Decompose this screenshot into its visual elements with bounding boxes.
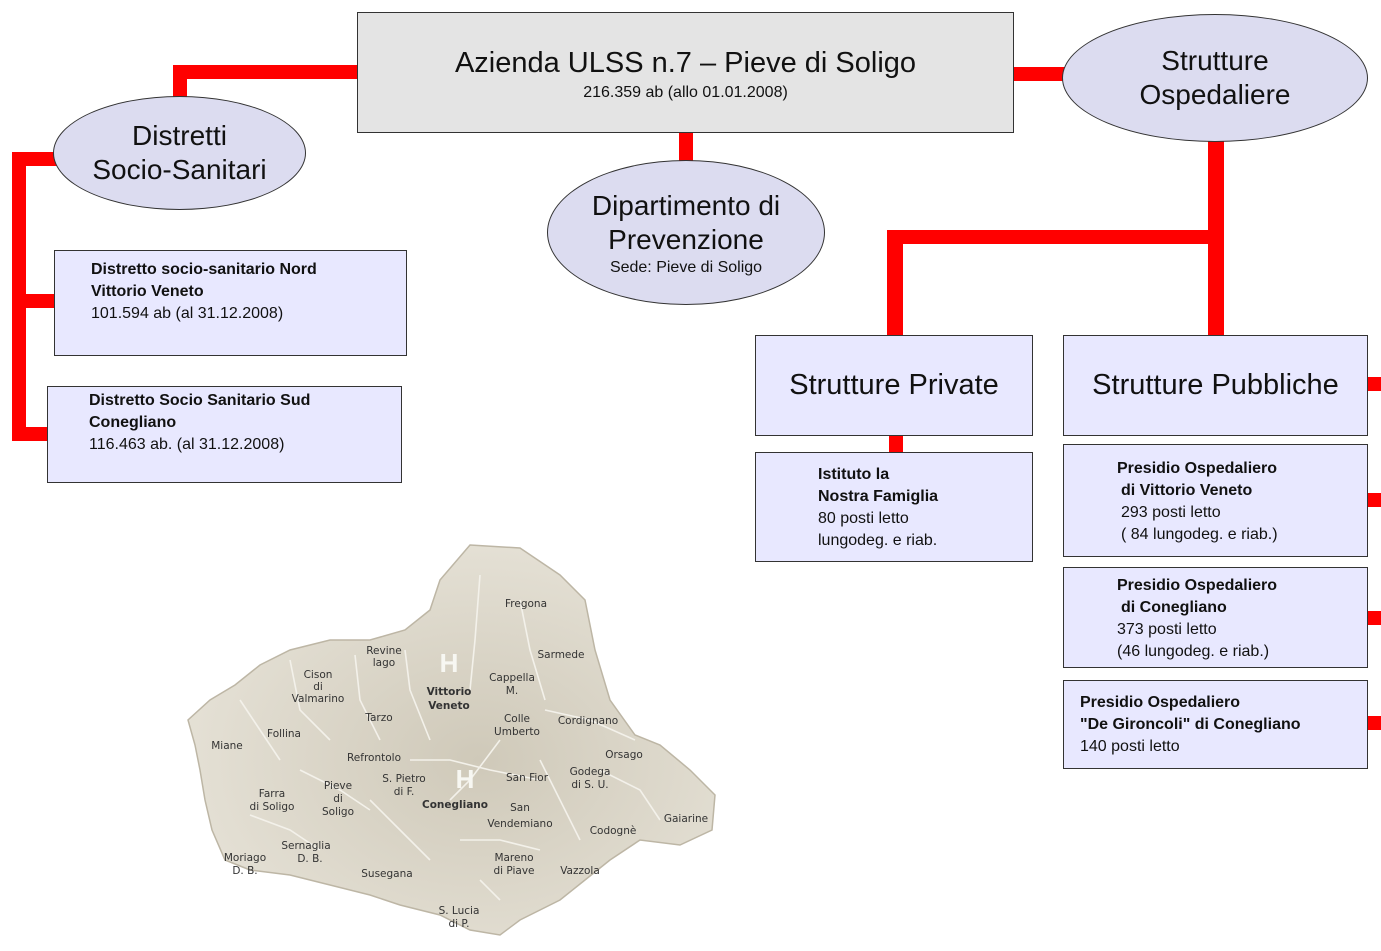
presidio-degironcoli-beds: 140 posti letto [1080,738,1180,755]
map-label-tarzo: Tarzo [364,712,392,724]
distretto-sud-name1: Distretto Socio Sanitario Sud [89,392,311,409]
map-label-refrontolo: Refrontolo [347,752,401,764]
dipartimento-line2: Prevenzione [608,223,764,255]
connector-vittorio-stub [1368,493,1381,507]
map-label-susegana: Susegana [361,868,412,880]
distretto-nord-name2: Vittorio Veneto [91,283,204,300]
connector-top-left-horizontal [173,65,358,79]
ospedaliere-line2: Ospedaliere [1139,79,1291,110]
connector-top-right [1014,67,1066,81]
distretti-ellipse: Distretti Socio-Sanitari [53,96,306,210]
connector-degironcoli-stub [1368,716,1381,730]
hospital-symbol-vittorio: H [440,648,459,678]
connector-private-item [889,435,903,453]
map-label-san-fior: San Fior [506,772,549,784]
map-label-orsago: Orsago [605,749,643,761]
ospedaliere-line1: Strutture [1161,45,1269,76]
map-label-gaiarine: Gaiarine [664,813,708,825]
azienda-box: Azienda ULSS n.7 – Pieve di Soligo 216.3… [357,12,1014,133]
connector-conegliano-stub [1368,611,1381,625]
presidio-degironcoli-name1: Presidio Ospedaliero [1080,694,1241,711]
presidio-vittorio-name1: Presidio Ospedaliero [1117,460,1278,477]
connector-ospedaliere-horizontal [887,230,1224,244]
dipartimento-sede: Sede: Pieve di Soligo [609,258,763,276]
azienda-title: Azienda ULSS n.7 – Pieve di Soligo [454,47,917,79]
map-label-vazzola: Vazzola [560,865,600,877]
presidio-vittorio-name2: di Vittorio Veneto [1121,482,1253,499]
presidio-vittorio-beds: 293 posti letto [1121,504,1221,521]
connector-distretto-nord [26,294,54,308]
distretto-sud-info: 116.463 ab. (al 31.12.2008) [89,436,285,453]
presidio-degironcoli-name2: "De Gironcoli" di Conegliano [1080,716,1301,733]
map-territory-shape [187,544,716,936]
connector-private-down [887,230,903,336]
strutture-pubbliche-box: Strutture Pubbliche [1063,335,1368,436]
azienda-subtitle: 216.359 ab (allo 01.01.2008) [583,84,788,101]
presidio-conegliano-beds: 373 posti letto [1117,621,1217,638]
connector-pubbliche-stub [1368,377,1381,391]
distretto-nord-name1: Distretto socio-sanitario Nord [91,261,317,278]
istituto-name1: Istituto la [818,466,890,483]
distretti-line1: Distretti [132,120,227,151]
connector-top-left-vertical [173,65,187,103]
istituto-box: Istituto la Nostra Famiglia 80 posti let… [755,452,1033,562]
istituto-note: lungodeg. e riab. [818,532,938,549]
connector-distretti-vertical [12,152,26,441]
strutture-pubbliche-title: Strutture Pubbliche [1092,369,1339,401]
strutture-private-box: Strutture Private [755,335,1033,436]
distretto-nord-info: 101.594 ab (al 31.12.2008) [91,305,284,322]
hospital-symbol-conegliano: H [456,764,475,794]
map-label-miane: Miane [211,740,243,752]
presidio-vittorio-box: Presidio Ospedaliero di Vittorio Veneto … [1063,444,1368,557]
distretto-nord-box: Distretto socio-sanitario Nord Vittorio … [54,250,407,356]
presidio-conegliano-note: (46 lungodeg. e riab.) [1117,643,1270,660]
distretti-line2: Socio-Sanitari [92,154,267,185]
strutture-ospedaliere-ellipse: Strutture Ospedaliere [1062,14,1368,142]
presidio-vittorio-note: ( 84 lungodeg. e riab.) [1121,526,1278,543]
connector-top-down [679,132,693,162]
map-label-sarmede: Sarmede [537,649,584,661]
distretto-sud-box: Distretto Socio Sanitario Sud Conegliano… [47,386,402,483]
dipartimento-line1: Dipartimento di [591,189,781,221]
presidio-conegliano-name2: di Conegliano [1121,599,1227,616]
strutture-private-title: Strutture Private [789,369,999,401]
map-borders [239,574,661,901]
map-label-follina: Follina [267,728,301,740]
dipartimento-ellipse: Dipartimento di Prevenzione Sede: Pieve … [547,160,825,305]
istituto-name2: Nostra Famiglia [818,488,939,505]
istituto-beds: 80 posti letto [818,510,909,527]
map-label-codogne: Codognè [590,825,637,837]
presidio-conegliano-box: Presidio Ospedaliero di Conegliano 373 p… [1063,567,1368,668]
distretto-sud-name2: Conegliano [89,414,177,431]
connector-distretto-sud [12,427,48,441]
map-label-cordignano: Cordignano [558,715,618,727]
presidio-conegliano-name1: Presidio Ospedaliero [1117,577,1278,594]
presidio-degironcoli-box: Presidio Ospedaliero "De Gironcoli" di C… [1063,680,1368,769]
map-label-conegliano: Conegliano [422,799,488,811]
map-label-fregona: Fregona [505,598,547,610]
